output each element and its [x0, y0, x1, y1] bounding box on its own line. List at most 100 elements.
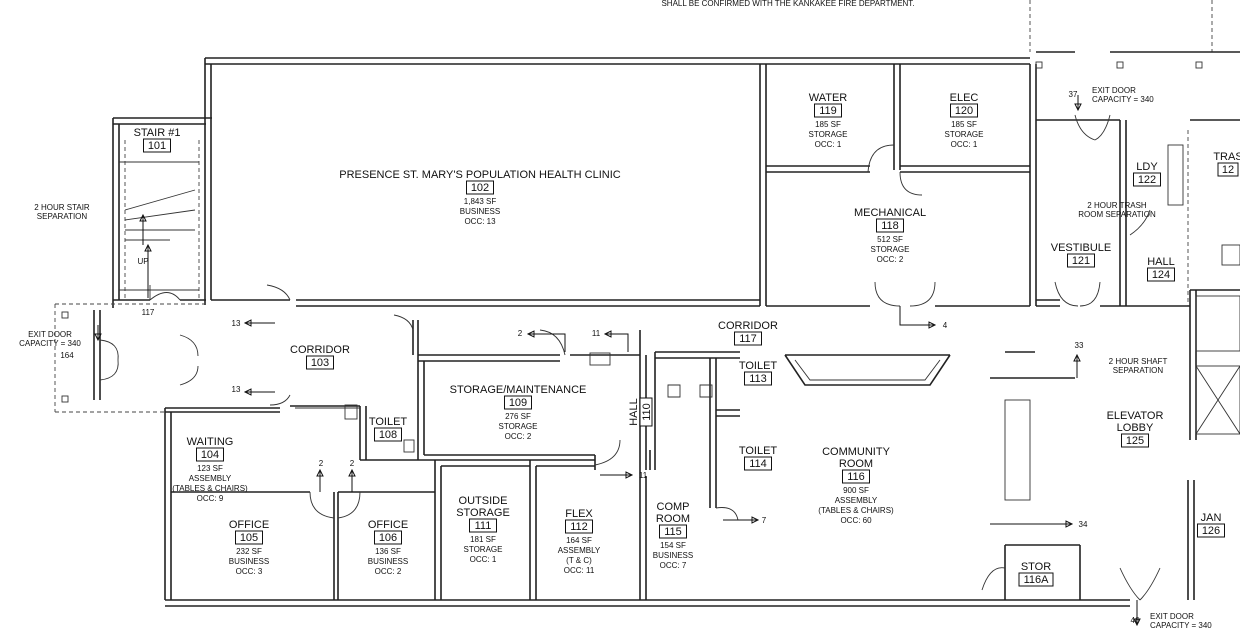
- note-exit_left: EXIT DOOR: [28, 330, 72, 339]
- room-name: STOR: [1021, 561, 1051, 573]
- room-number-box: [374, 427, 402, 442]
- room-number: 101: [148, 140, 166, 152]
- room-number: 118: [881, 220, 899, 232]
- room-name: STORAGE/MAINTENANCE: [450, 384, 587, 396]
- room-detail: OCC: 2: [375, 567, 402, 576]
- room-detail: 136 SF: [375, 547, 401, 556]
- room-number-box: [469, 518, 497, 533]
- room-number: 102: [471, 182, 489, 194]
- room-detail: 123 SF: [197, 464, 223, 473]
- room-detail: BUSINESS: [460, 207, 500, 216]
- egress-count: 164: [60, 351, 74, 360]
- room-number: 117: [739, 333, 757, 345]
- room-detail: 1,843 SF: [464, 197, 497, 206]
- room-name: LDY: [1136, 161, 1158, 173]
- room-name: JAN: [1201, 512, 1222, 524]
- egress-count: 2: [319, 459, 324, 468]
- room-detail: 181 SF: [470, 535, 496, 544]
- room-name: VESTIBULE: [1051, 242, 1112, 254]
- room-number-box: [744, 456, 772, 471]
- egress-count: 11: [639, 471, 648, 480]
- room-number-box: [814, 103, 842, 118]
- note-exit_left: CAPACITY = 340: [19, 339, 81, 348]
- room-detail: 232 SF: [236, 547, 262, 556]
- room-number-box: [876, 218, 904, 233]
- room-name: LOBBY: [1117, 422, 1154, 434]
- room-detail: OCC: 1: [951, 140, 978, 149]
- egress-count: 46: [1131, 616, 1140, 625]
- room-number-box: [1067, 253, 1095, 268]
- room-number-box: [374, 530, 402, 545]
- room-detail: (TABLES & CHAIRS): [172, 484, 248, 493]
- doors: [99, 114, 1161, 601]
- room-detail: OCC: 7: [660, 561, 687, 570]
- room-name: OUTSIDE: [459, 495, 508, 507]
- room-detail: OCC: 1: [815, 140, 842, 149]
- egress-count: 33: [1075, 341, 1084, 350]
- room-name: ROOM: [839, 458, 873, 470]
- room-detail: (T & C): [566, 556, 592, 565]
- room-number: 116: [847, 471, 865, 483]
- note-exit_bottom: CAPACITY = 340: [1150, 621, 1212, 629]
- room-name: STORAGE: [456, 507, 510, 519]
- egress-count: 7: [762, 516, 767, 525]
- room-number: 104: [201, 449, 219, 461]
- room-detail: OCC: 13: [464, 217, 496, 226]
- room-number-box: [306, 355, 334, 370]
- room-detail: OCC: 9: [197, 494, 224, 503]
- room-number: 111: [475, 520, 492, 532]
- room-detail: OCC: 60: [840, 516, 872, 525]
- note-stair_sep: SEPARATION: [37, 212, 88, 221]
- note-trash_sep: ROOM SEPARATION: [1078, 210, 1156, 219]
- egress-count: 11: [592, 329, 601, 338]
- room-number-box: [734, 331, 762, 346]
- room-name: ELEC: [950, 92, 979, 104]
- room-number: 120: [955, 105, 973, 117]
- room-number: 119: [819, 105, 837, 117]
- egress-count: 117: [142, 308, 155, 317]
- room-name: ROOM: [656, 513, 690, 525]
- room-detail: 512 SF: [877, 235, 903, 244]
- room-name: TOILET: [739, 445, 778, 457]
- note-trash_sep: 2 HOUR TRASH: [1087, 201, 1147, 210]
- egress-count: 13: [232, 319, 241, 328]
- room-number-box: [744, 371, 772, 386]
- room-number-box: [659, 524, 687, 539]
- room-number-box: [466, 180, 494, 195]
- room-name: TOILET: [369, 416, 408, 428]
- egress-count: 2: [350, 459, 355, 468]
- room-number-box: [504, 395, 532, 410]
- room-number-box: [1133, 172, 1161, 187]
- room-detail: OCC: 11: [564, 566, 595, 575]
- room-number-box: [1018, 572, 1054, 587]
- room-name: COMMUNITY: [822, 446, 890, 458]
- egress-arrows: [94, 95, 1141, 627]
- room-name: CORRIDOR: [290, 344, 350, 356]
- room-number-box: [565, 519, 593, 534]
- room-number: 108: [379, 429, 397, 441]
- room-number: 109: [509, 397, 527, 409]
- room-detail: 185 SF: [951, 120, 977, 129]
- room-name: HALL: [628, 398, 640, 426]
- room-detail: 900 SF: [843, 486, 869, 495]
- room-detail: 164 SF: [566, 536, 592, 545]
- room-name: WAITING: [187, 436, 234, 448]
- room-number-box: [143, 138, 171, 153]
- room-number: 122: [1138, 174, 1156, 186]
- room-number: 110: [641, 403, 653, 421]
- note-exit_top: EXIT DOOR: [1092, 86, 1136, 95]
- note-up: UP: [137, 257, 148, 266]
- room-number-box: [196, 447, 224, 462]
- room-number-box: [1217, 162, 1239, 177]
- egress-count: 13: [232, 385, 241, 394]
- room-number: 126: [1202, 525, 1220, 537]
